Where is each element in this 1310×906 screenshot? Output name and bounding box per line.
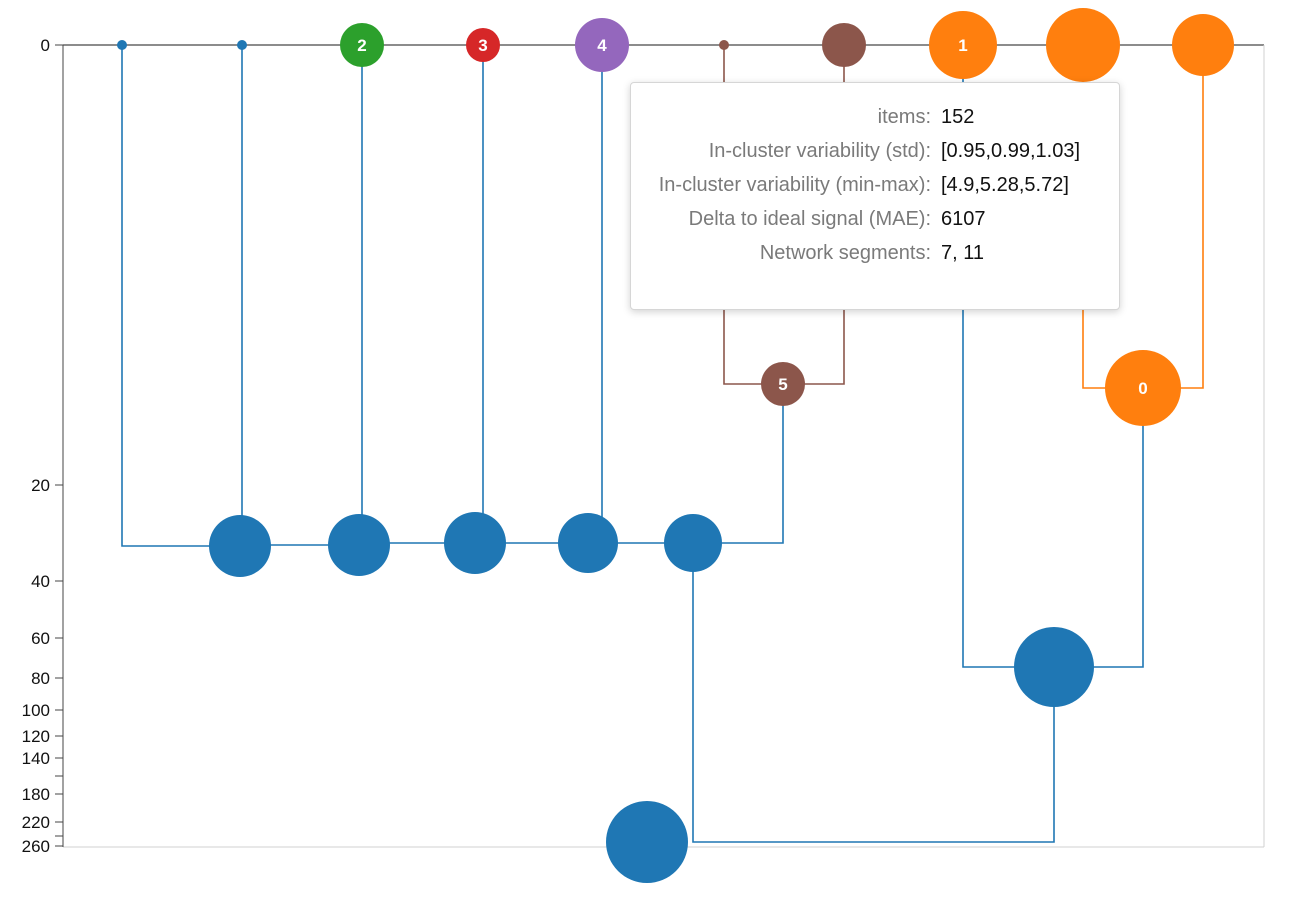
leaf-node-l5	[575, 18, 629, 72]
link-mb5	[588, 384, 784, 544]
leaf-label-l5: 4	[597, 36, 607, 55]
y-tick-label: 180	[22, 785, 50, 804]
leaf-node-l4	[466, 28, 500, 62]
tooltip-row-items: items: 152	[631, 104, 1119, 130]
leaf-node-l1	[117, 40, 127, 50]
y-tick-label: 0	[41, 36, 50, 55]
y-tick-label: 100	[22, 701, 50, 720]
leaf-node-l7	[822, 23, 866, 67]
cluster-node-mb6	[1014, 627, 1094, 707]
link-root	[692, 543, 1055, 843]
tooltip-value: [0.95,0.99,1.03]	[941, 140, 1081, 162]
y-tick-label: 260	[22, 837, 50, 856]
leaf-node-l2	[237, 40, 247, 50]
tooltip-row-segments: Network segments: 7, 11	[631, 240, 1119, 266]
tooltip-value: [4.9,5.28,5.72]	[941, 174, 1069, 196]
cluster-node-mb2	[328, 514, 390, 576]
y-tick-label: 80	[31, 669, 50, 688]
cluster-node-mb1	[209, 515, 271, 577]
y-tick-label: 220	[22, 813, 50, 832]
tooltip-row-std: In-cluster variability (std): [0.95,0.99…	[631, 138, 1119, 164]
y-tick-label: 20	[31, 476, 50, 495]
y-tick-label: 40	[31, 572, 50, 591]
cluster-node-mb3	[444, 512, 506, 574]
cluster-node-m5	[761, 362, 805, 406]
tooltip-row-mae: Delta to ideal signal (MAE): 6107	[631, 206, 1119, 232]
leaf-node-l3	[340, 23, 384, 67]
y-tick-label: 140	[22, 749, 50, 768]
tooltip-key: In-cluster variability (min-max):	[658, 174, 931, 196]
leaf-label-l4: 3	[478, 36, 487, 55]
cluster-tooltip: items: 152 In-cluster variability (std):…	[630, 82, 1120, 310]
y-axis: 0 20 40 60 80 100 120 140 180 220 260	[22, 36, 64, 856]
link-mb1	[121, 45, 243, 547]
tooltip-value: 6107	[941, 208, 986, 230]
tooltip-value: 152	[941, 106, 975, 128]
tooltip-key: Delta to ideal signal (MAE):	[688, 208, 931, 230]
tooltip-key: Network segments:	[759, 242, 931, 264]
leaf-node-l10	[1172, 14, 1234, 76]
leaf-node-l9	[1046, 8, 1120, 82]
dendrogram-nodes: 5 0 2 3 4 1	[117, 8, 1234, 883]
leaf-node-l8	[929, 11, 997, 79]
y-tick-label: 120	[22, 727, 50, 746]
tooltip-row-minmax: In-cluster variability (min-max): [4.9,5…	[631, 172, 1119, 198]
link-mb2	[239, 45, 363, 546]
tooltip-value: 7, 11	[941, 242, 984, 264]
leaf-node-l6	[719, 40, 729, 50]
cluster-label-m5: 5	[778, 375, 787, 394]
tooltip-key: items:	[877, 106, 931, 128]
cluster-label-m0: 0	[1138, 379, 1147, 398]
cluster-node-mb4	[558, 513, 618, 573]
cluster-node-mb5	[664, 514, 722, 572]
link-mb4	[475, 45, 603, 544]
leaf-label-l3: 2	[357, 36, 366, 55]
y-tick-label: 60	[31, 629, 50, 648]
leaf-label-l8: 1	[958, 36, 967, 55]
cluster-node-m0	[1105, 350, 1181, 426]
tooltip-key: In-cluster variability (std):	[708, 140, 931, 162]
link-mb3	[358, 45, 484, 545]
cluster-node-root	[606, 801, 688, 883]
